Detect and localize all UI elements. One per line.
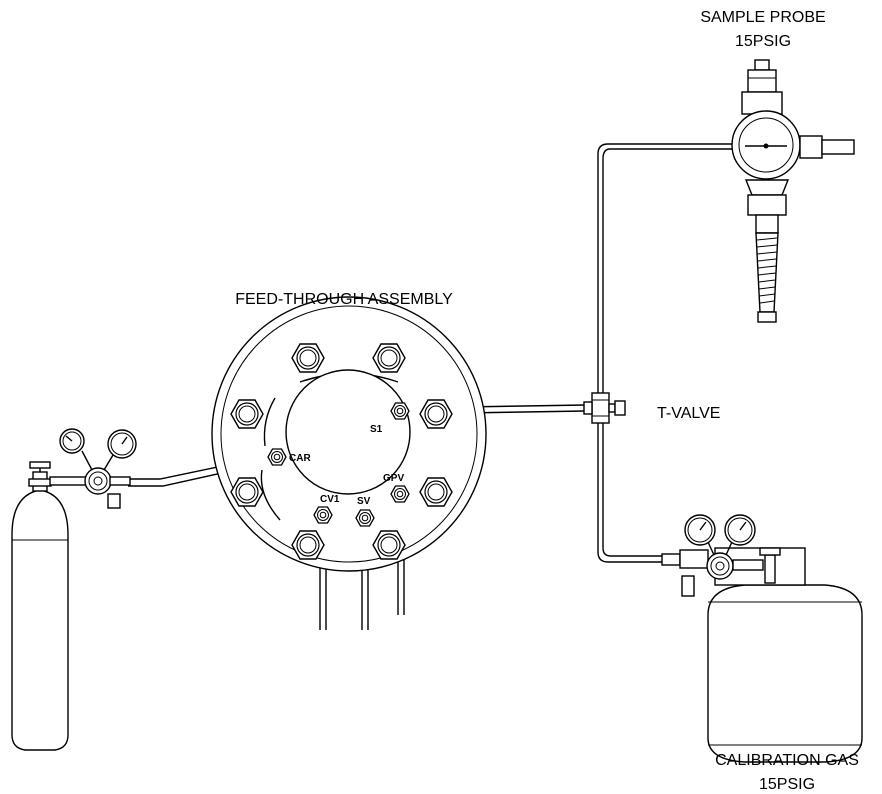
label-sample-probe-pressure: 15PSIG <box>735 33 791 50</box>
carrier-gas-cylinder <box>11 461 69 751</box>
port-label-sv: SV <box>357 496 371 507</box>
port-label-s1: S1 <box>370 424 383 435</box>
probe-spring <box>756 237 778 304</box>
sample-probe <box>731 59 855 323</box>
port-cv1-fitting <box>313 506 333 524</box>
port-sv-fitting <box>355 509 375 527</box>
port-s1-fitting <box>390 402 410 420</box>
port-label-cv1: CV1 <box>320 494 340 505</box>
port-gpv-fitting <box>390 485 410 503</box>
t-valve <box>583 392 626 424</box>
port-car-fitting <box>267 448 287 466</box>
label-feed-through-assembly: FEED-THROUGH ASSEMBLY <box>235 291 453 308</box>
carrier-gas-regulator <box>49 428 137 509</box>
port-label-car: CAR <box>289 453 311 464</box>
port-label-gpv: GPV <box>383 473 404 484</box>
calibration-gas-regulator <box>661 514 764 597</box>
label-sample-probe: SAMPLE PROBE <box>700 9 825 26</box>
label-calibration-gas: CALIBRATION GAS <box>715 752 859 769</box>
feed-through-assembly <box>211 296 487 572</box>
calibration-gas-cylinder <box>707 547 863 763</box>
label-calibration-gas-pressure: 15PSIG <box>759 776 815 793</box>
label-t-valve: T-VALVE <box>657 405 720 422</box>
